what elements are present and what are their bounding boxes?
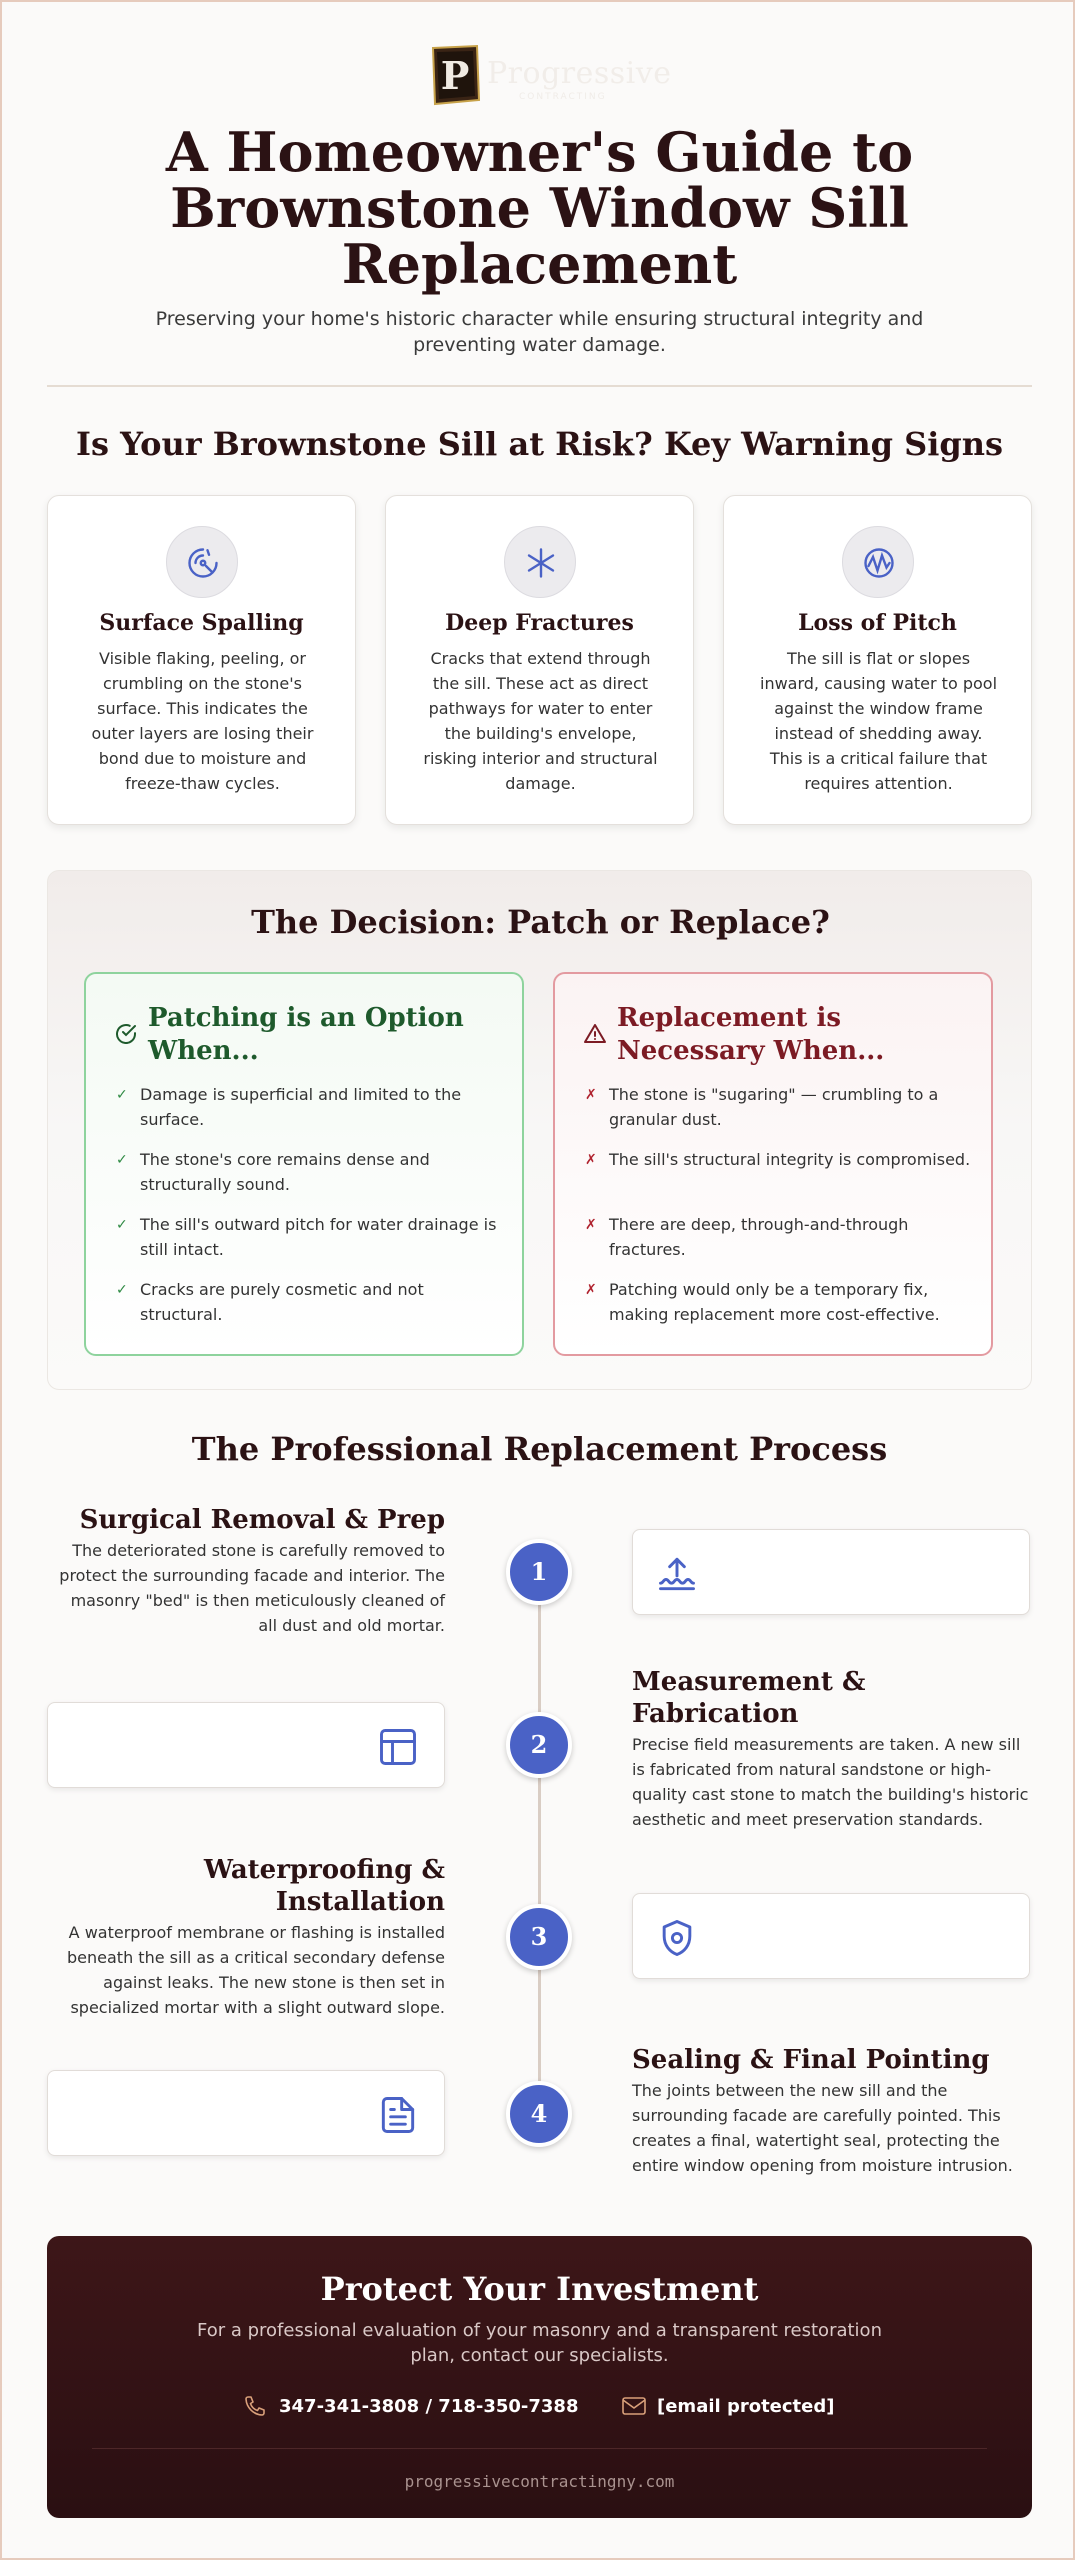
warning-heading: Is Your Brownstone Sill at Risk? Key War… (75, 425, 1004, 463)
step-3-icon-card (632, 1893, 1030, 1979)
list-item: ✓Damage is superficial and limited to th… (116, 1085, 462, 1129)
step-4-number: 4 (506, 2081, 572, 2147)
check-circle-icon (116, 1024, 136, 1044)
header-divider (47, 385, 1032, 387)
step-description: Precise field measurements are taken. A … (632, 1735, 1029, 1829)
svg-text:P: P (441, 53, 470, 98)
pitch-icon-circle (842, 526, 914, 598)
logo-mark-icon: P (431, 44, 481, 106)
step-4-text: Sealing & Final Pointing The joints betw… (632, 2044, 1032, 2178)
document-icon (381, 2097, 415, 2133)
replace-list: ✗The stone is "sugaring" — crumbling to … (585, 1082, 975, 1342)
step-title: Waterproofing & Installation (203, 1855, 445, 1917)
step-2-text: Measurement & Fabrication Precise field … (632, 1666, 1032, 1832)
cross-icon: ✗ (585, 1087, 597, 1103)
warning-card-title: Surface Spalling (99, 610, 304, 636)
list-item: ✓The sill's outward pitch for water drai… (116, 1215, 497, 1259)
warning-card-spalling: Surface Spalling Visible flaking, peelin… (47, 495, 356, 825)
step-description: The joints between the new sill and the … (632, 2081, 1013, 2175)
list-item: ✗The sill's structural integrity is comp… (585, 1147, 975, 1212)
check-icon: ✓ (116, 1087, 128, 1103)
phone-numbers: 347-341-3808 / 718-350-7388 (279, 2396, 579, 2417)
list-item: ✓Cracks are purely cosmetic and not stru… (116, 1280, 424, 1324)
decision-heading: The Decision: Patch or Replace? (251, 903, 830, 941)
cross-icon: ✗ (585, 1152, 597, 1168)
process-timeline (538, 1572, 541, 2112)
step-4-icon-card (47, 2070, 445, 2156)
list-item: ✗Patching would only be a temporary fix,… (585, 1280, 940, 1324)
email-address: [email protected] (657, 2396, 835, 2417)
warning-card-title: Loss of Pitch (798, 610, 957, 636)
patch-title: Patching is an Option When... (148, 1003, 464, 1066)
cta-divider (92, 2448, 987, 2449)
cta-heading: Protect Your Investment (320, 2270, 759, 2308)
patch-card: Patching is an Option When... ✓Damage is… (84, 972, 524, 1356)
step-1-icon-card (632, 1529, 1030, 1615)
logo-wordmark: Progressive (487, 56, 672, 91)
mail-icon (622, 2397, 646, 2415)
layout-icon (380, 1729, 416, 1765)
warning-card-pitch: Loss of Pitch The sill is flat or slopes… (723, 495, 1032, 825)
check-icon: ✓ (116, 1282, 128, 1298)
list-item: ✗The stone is "sugaring" — crumbling to … (585, 1085, 939, 1129)
patch-list: ✓Damage is superficial and limited to th… (116, 1082, 506, 1342)
website-link[interactable]: progressivecontractingny.com (404, 2472, 675, 2491)
step-title: Sealing & Final Pointing (632, 2045, 990, 2075)
replace-card: Replacement is Necessary When... ✗The st… (553, 972, 993, 1356)
fracture-icon (527, 548, 555, 578)
warning-triangle-icon (584, 1024, 606, 1043)
step-2-number: 2 (506, 1712, 572, 1778)
brand-logo[interactable]: P Progressive CONTRACTING (427, 42, 671, 110)
spalling-icon (188, 548, 218, 578)
cross-icon: ✗ (585, 1217, 597, 1233)
step-description: The deteriorated stone is carefully remo… (59, 1541, 445, 1635)
decision-section: The Decision: Patch or Replace? Patching… (47, 870, 1032, 1390)
warning-card-text: The sill is flat or slopes inward, causi… (760, 649, 998, 793)
warning-card-text: Visible flaking, peeling, or crumbling o… (91, 649, 314, 793)
check-icon: ✓ (116, 1152, 128, 1168)
list-item: ✗There are deep, through-and-through fra… (585, 1215, 909, 1259)
list-item: ✓The stone's core remains dense and stru… (116, 1150, 430, 1194)
warning-card-title: Deep Fractures (445, 610, 634, 636)
pitch-icon (864, 548, 894, 578)
warning-card-text: Cracks that extend through the sill. The… (423, 649, 658, 793)
cta-lead: For a professional evaluation of your ma… (197, 2320, 882, 2366)
cta-section: Protect Your Investment For a profession… (47, 2236, 1032, 2518)
replace-title: Replacement is Necessary When... (617, 1003, 885, 1066)
spalling-icon-circle (166, 526, 238, 598)
warning-card-fractures: Deep Fractures Cracks that extend throug… (385, 495, 694, 825)
check-icon: ✓ (116, 1217, 128, 1233)
step-2-icon-card (47, 1702, 445, 1788)
step-title: Surgical Removal & Prep (79, 1505, 445, 1535)
step-1-text: Surgical Removal & Prep The deteriorated… (47, 1504, 445, 1638)
cross-icon: ✗ (585, 1282, 597, 1298)
page-subtitle: Preserving your home's historic characte… (155, 308, 924, 356)
step-3-number: 3 (506, 1904, 572, 1970)
process-heading: The Professional Replacement Process (191, 1430, 888, 1468)
removal-icon (659, 1557, 695, 1591)
page-title: A Homeowner's Guide to Brownstone Window… (165, 120, 914, 296)
shield-icon (662, 1920, 692, 1956)
step-description: A waterproof membrane or flashing is ins… (67, 1923, 445, 2017)
logo-tagline: CONTRACTING (519, 92, 607, 102)
step-title: Measurement & Fabrication (632, 1667, 866, 1729)
fracture-icon-circle (504, 526, 576, 598)
step-1-number: 1 (506, 1539, 572, 1605)
step-3-text: Waterproofing & Installation A waterproo… (47, 1854, 445, 2020)
phone-icon (245, 2396, 265, 2416)
